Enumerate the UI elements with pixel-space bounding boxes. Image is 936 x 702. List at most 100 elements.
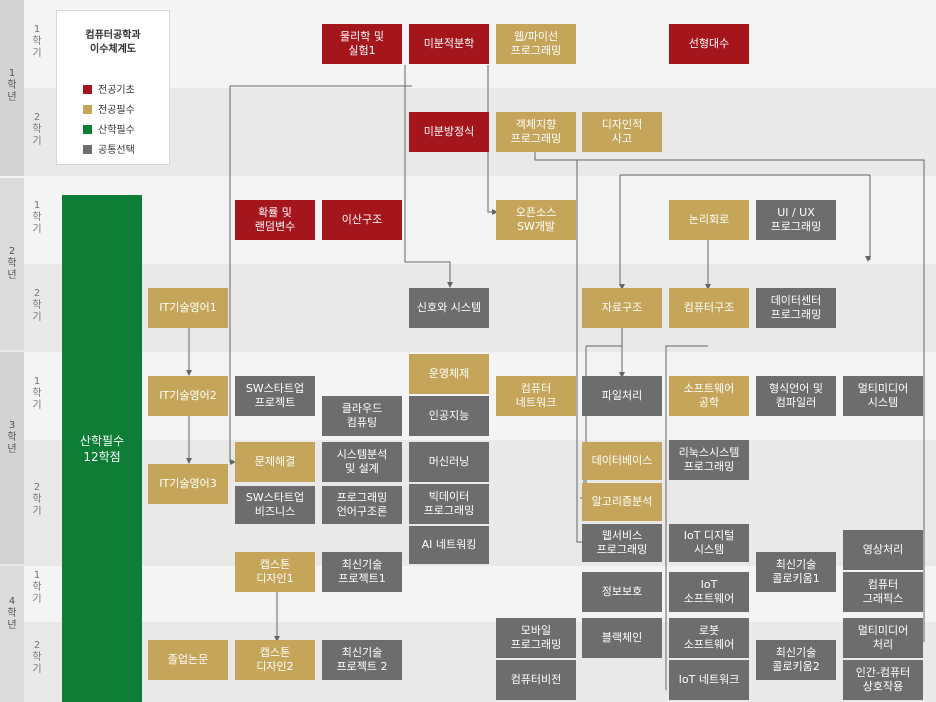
- course-label: 자료구조: [601, 301, 643, 314]
- course-graphics[interactable]: 컴퓨터 그래픽스: [843, 572, 923, 612]
- course-web-service[interactable]: 웹서비스 프로그래밍: [582, 524, 662, 562]
- course-ml[interactable]: 머신러닝: [409, 442, 489, 482]
- course-capstone2[interactable]: 캡스톤 디자인2: [235, 640, 315, 680]
- course-robot[interactable]: 로봇 소프트웨어: [669, 618, 749, 658]
- course-sw-startup-biz[interactable]: SW스타트업 비즈니스: [235, 486, 315, 524]
- course-network[interactable]: 컴퓨터 네트워크: [496, 376, 576, 416]
- course-mobile[interactable]: 모바일 프로그래밍: [496, 618, 576, 658]
- course-multimedia-sys[interactable]: 멀티미디어 시스템: [843, 376, 923, 416]
- course-prog-lang[interactable]: 프로그래밍 언어구조론: [322, 486, 402, 524]
- sem-label-y4s2: 2 학 기: [32, 640, 42, 675]
- course-oop[interactable]: 객체지향 프로그래밍: [496, 112, 576, 152]
- course-linear-algebra[interactable]: 선형대수: [669, 24, 749, 64]
- sem-label-y1s1: 1 학 기: [32, 24, 42, 59]
- course-label: 오픈소스 SW개발: [515, 206, 557, 233]
- course-label: 머신러닝: [428, 455, 470, 468]
- course-label: 이산구조: [341, 213, 383, 226]
- legend-label: 전공기초: [98, 85, 135, 96]
- course-probability[interactable]: 확률 및 랜덤변수: [235, 200, 315, 240]
- course-formal-lang[interactable]: 형식언어 및 컴파일러: [756, 376, 836, 416]
- course-info-security[interactable]: 정보보호: [582, 572, 662, 612]
- course-label: 최신기술 콜로키움1: [772, 558, 820, 585]
- course-label: 객체지향 프로그래밍: [510, 118, 562, 145]
- course-iot-software[interactable]: IoT 소프트웨어: [669, 572, 749, 612]
- course-label: 데이터베이스: [591, 454, 653, 467]
- legend-item-required: 전공필수: [83, 105, 135, 117]
- course-logic-circuit[interactable]: 논리회로: [669, 200, 749, 240]
- course-label: 데이터센터 프로그래밍: [770, 294, 822, 321]
- course-latest-project1[interactable]: 최신기술 프로젝트1: [322, 552, 402, 592]
- course-label: 리눅스시스템 프로그래밍: [678, 446, 740, 473]
- course-sys-analysis[interactable]: 시스템분석 및 설계: [322, 442, 402, 482]
- course-sw-startup-project[interactable]: SW스타트업 프로젝트: [235, 376, 315, 416]
- sem-label-y3s1: 1 학 기: [32, 376, 42, 411]
- course-it-eng3[interactable]: IT기술영어3: [148, 464, 228, 504]
- year-label-1: 1 학 년: [7, 68, 17, 103]
- course-algorithm[interactable]: 알고리즘분석: [582, 483, 662, 521]
- course-calculus[interactable]: 미분적분학: [409, 24, 489, 64]
- course-linux[interactable]: 리눅스시스템 프로그래밍: [669, 440, 749, 480]
- course-multimedia-proc[interactable]: 멀티미디어 처리: [843, 618, 923, 658]
- course-web-python[interactable]: 웹/파이선 프로그래밍: [496, 24, 576, 64]
- course-label: SW스타트업 비즈니스: [245, 491, 305, 518]
- course-cloud[interactable]: 클라우드 컴퓨팅: [322, 396, 402, 436]
- year-column-1: [0, 0, 24, 176]
- course-label: 문제해결: [254, 455, 296, 468]
- course-label: IoT 소프트웨어: [683, 578, 735, 605]
- legend-item-basic: 전공기초: [83, 85, 135, 97]
- course-iot-digital[interactable]: IoT 디지털 시스템: [669, 524, 749, 562]
- course-cv[interactable]: 컴퓨터비전: [496, 660, 576, 700]
- legend-title: 컴퓨터공학과 이수체계도: [85, 30, 141, 55]
- course-it-eng1[interactable]: IT기술영어1: [148, 288, 228, 328]
- course-diff-eq[interactable]: 미분방정식: [409, 112, 489, 152]
- course-data-structure[interactable]: 자료구조: [582, 288, 662, 328]
- course-signals[interactable]: 신호와 시스템: [409, 288, 489, 328]
- legend-item-elective: 공통선택: [83, 145, 135, 157]
- course-hci[interactable]: 인간-컴퓨터 상호작용: [843, 660, 923, 700]
- course-label: 로봇 소프트웨어: [683, 624, 735, 651]
- course-physics[interactable]: 물리학 및 실험1: [322, 24, 402, 64]
- course-uiux[interactable]: UI / UX 프로그래밍: [756, 200, 836, 240]
- legend-label: 공통선택: [98, 145, 135, 156]
- course-label: 모바일 프로그래밍: [510, 624, 562, 651]
- course-ai-network[interactable]: AI 네트워킹: [409, 526, 489, 564]
- course-database[interactable]: 데이터베이스: [582, 442, 662, 480]
- course-bigdata[interactable]: 빅데이터 프로그래밍: [409, 484, 489, 524]
- course-label: 멀티미디어 시스템: [857, 382, 909, 409]
- industry-required-block: 산학필수 12학점: [62, 195, 142, 702]
- course-file-processing[interactable]: 파일처리: [582, 376, 662, 416]
- course-colloquium2[interactable]: 최신기술 콜로키움2: [756, 640, 836, 680]
- course-comp-arch[interactable]: 컴퓨터구조: [669, 288, 749, 328]
- course-image-processing[interactable]: 영상처리: [843, 530, 923, 570]
- course-latest-project2[interactable]: 최신기술 프로젝트 2: [322, 640, 402, 680]
- course-label: 컴퓨터 네트워크: [515, 382, 557, 409]
- course-label: 웹서비스 프로그래밍: [596, 529, 648, 556]
- course-colloquium1[interactable]: 최신기술 콜로키움1: [756, 552, 836, 592]
- course-datacenter[interactable]: 데이터센터 프로그래밍: [756, 288, 836, 328]
- course-label: 영상처리: [862, 543, 904, 556]
- course-problem-solving[interactable]: 문제해결: [235, 442, 315, 482]
- course-ai[interactable]: 인공지능: [409, 396, 489, 436]
- course-discrete[interactable]: 이산구조: [322, 200, 402, 240]
- course-blockchain[interactable]: 블랙체인: [582, 618, 662, 658]
- course-it-eng2[interactable]: IT기술영어2: [148, 376, 228, 416]
- course-label: IT기술영어1: [159, 301, 217, 314]
- course-capstone1[interactable]: 캡스톤 디자인1: [235, 552, 315, 592]
- course-label: 신호와 시스템: [416, 301, 482, 314]
- course-label: 인간-컴퓨터 상호작용: [855, 666, 911, 693]
- course-sw-engineering[interactable]: 소프트웨어 공학: [669, 376, 749, 416]
- course-label: 디자인적 사고: [601, 118, 643, 145]
- course-label: 블랙체인: [601, 631, 643, 644]
- course-label: 정보보호: [601, 585, 643, 598]
- course-label: 선형대수: [688, 37, 730, 50]
- course-label: 캡스톤 디자인2: [256, 646, 294, 673]
- course-design-thinking[interactable]: 디자인적 사고: [582, 112, 662, 152]
- course-opensource[interactable]: 오픈소스 SW개발: [496, 200, 576, 240]
- course-label: 미분적분학: [423, 37, 475, 50]
- course-label: 논리회로: [688, 213, 730, 226]
- course-iot-network[interactable]: IoT 네트워크: [669, 660, 749, 700]
- course-thesis[interactable]: 졸업논문: [148, 640, 228, 680]
- course-label: UI / UX 프로그래밍: [770, 206, 822, 233]
- course-os[interactable]: 운영체제: [409, 354, 489, 394]
- course-label: 컴퓨터비전: [510, 673, 562, 686]
